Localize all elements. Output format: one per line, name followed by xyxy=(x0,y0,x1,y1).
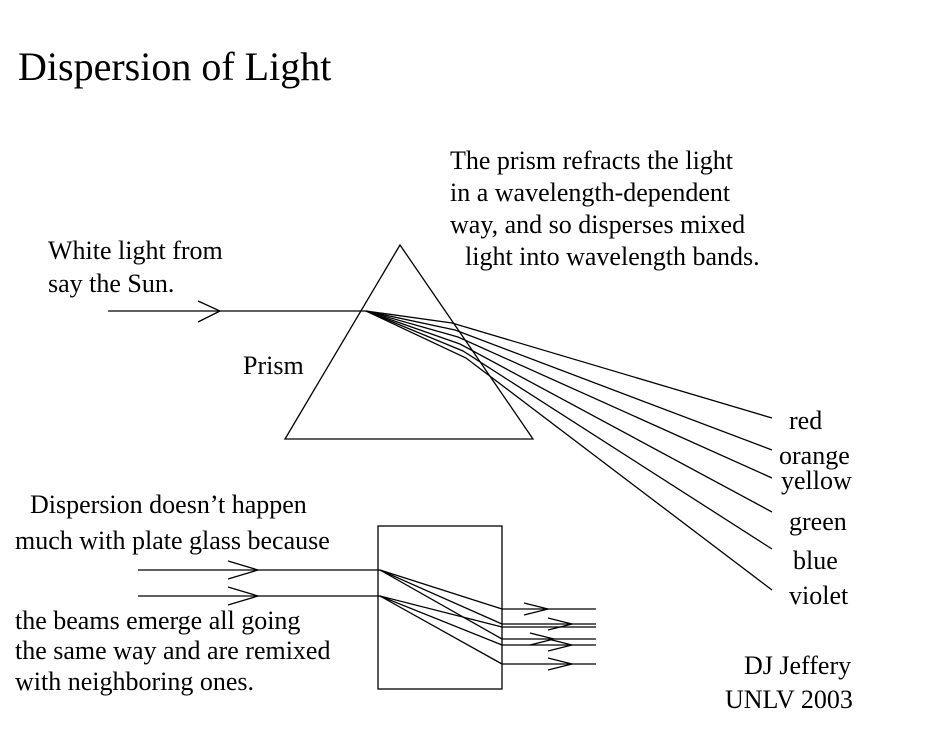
plate-glass-caption-line-4: the same way and are remixed xyxy=(15,636,330,665)
plate-emerging-arrowhead xyxy=(547,657,573,671)
prism-caption-line-4: light into wavelength bands. xyxy=(465,242,760,271)
plate-emerging-arrowhead xyxy=(547,617,573,631)
ray-red xyxy=(365,310,773,419)
prism-caption-line-2: in a wavelength-dependent xyxy=(450,178,731,207)
color-label-blue: blue xyxy=(793,546,838,575)
plate-emerging-rays xyxy=(502,602,596,671)
plate-emerging-arrowhead xyxy=(523,602,549,616)
plate-emerging-arrowhead xyxy=(529,632,555,646)
color-label-green: green xyxy=(789,507,847,536)
credit-author: DJ Jeffery xyxy=(744,651,851,680)
plate-internal-ray xyxy=(379,595,503,646)
ray-blue xyxy=(365,310,773,550)
plate-glass-caption-top: Dispersion doesn’t happen much with plat… xyxy=(15,490,330,555)
plate-internal-ray xyxy=(379,595,503,665)
plate-internal-ray xyxy=(379,595,503,628)
prism-label: Prism xyxy=(243,351,304,380)
incoming-ray-arrowhead xyxy=(197,300,222,323)
color-label-violet: violet xyxy=(789,581,849,610)
ray-yellow xyxy=(365,310,773,479)
plate-internal-rays xyxy=(379,569,503,665)
ray-orange xyxy=(365,310,773,451)
plate-internal-ray xyxy=(379,569,503,610)
ray-green xyxy=(365,310,773,513)
plate-incoming-arrowhead-1 xyxy=(227,560,261,580)
prism-caption: The prism refracts the light in a wavele… xyxy=(450,146,760,271)
color-label-orange: orange xyxy=(779,441,850,470)
dispersed-rays xyxy=(365,310,773,591)
white-light-label: White light from say the Sun. xyxy=(48,236,223,298)
plate-emerging-arrowhead xyxy=(547,638,573,652)
white-light-label-line-2: say the Sun. xyxy=(48,269,174,298)
page-title: Dispersion of Light xyxy=(18,44,331,89)
prism-caption-line-1: The prism refracts the light xyxy=(450,146,734,175)
incoming-light-ray xyxy=(108,300,366,323)
plate-glass-caption-line-5: with neighboring ones. xyxy=(15,667,254,696)
ray-violet xyxy=(365,310,773,591)
plate-glass-block xyxy=(377,525,503,690)
plate-internal-ray xyxy=(379,569,503,640)
color-label-red: red xyxy=(789,406,822,435)
credit-institution-year: UNLV 2003 xyxy=(725,685,853,714)
prism-caption-line-3: way, and so disperses mixed xyxy=(450,210,745,239)
plate-incoming-rays xyxy=(138,560,380,606)
plate-incoming-arrowhead-2 xyxy=(227,586,261,606)
plate-glass-caption-line-1: Dispersion doesn’t happen xyxy=(30,490,307,519)
color-labels: red orange yellow green blue violet xyxy=(779,406,852,610)
color-label-yellow: yellow xyxy=(781,466,852,495)
white-light-label-line-1: White light from xyxy=(48,236,223,265)
plate-glass-caption-line-3: the beams emerge all going xyxy=(15,606,300,635)
prism-triangle xyxy=(283,243,535,440)
plate-glass-caption-line-2: much with plate glass because xyxy=(15,526,330,555)
plate-internal-ray xyxy=(379,569,503,625)
credit: DJ Jeffery UNLV 2003 xyxy=(725,651,853,714)
plate-glass-caption-bottom: the beams emerge all going the same way … xyxy=(15,606,330,696)
